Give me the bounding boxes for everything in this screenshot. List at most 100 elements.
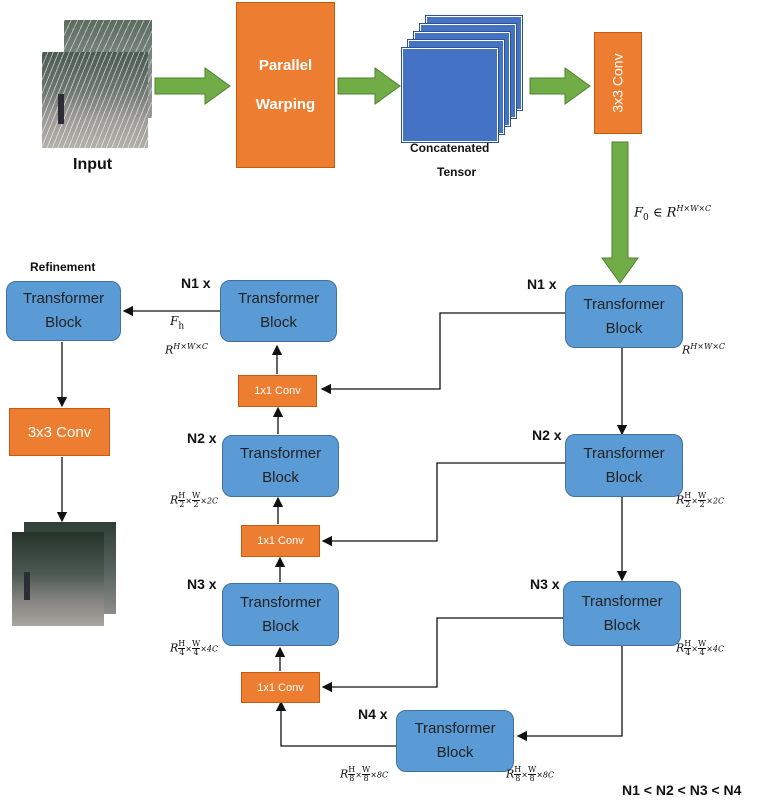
frac-den: 2 — [685, 500, 691, 509]
frac-den: 8 — [515, 774, 521, 783]
inequality-label: N1 < N2 < N3 < N4 — [622, 782, 742, 798]
dim-full-left: RH×W×C — [165, 342, 208, 357]
n1-left: N1 x — [181, 275, 211, 291]
frac-den: 8 — [349, 774, 355, 783]
frac-den: 8 — [529, 774, 535, 783]
tensor-stack — [401, 15, 527, 143]
frac-den: 2 — [699, 500, 705, 509]
frac-num: W — [361, 765, 371, 775]
output-image-front — [12, 532, 104, 626]
tb-line1: Transformer — [583, 444, 665, 462]
concatenated-label: Concatenated — [410, 141, 490, 155]
transformer-block-enc2: Transformer Block — [565, 434, 683, 497]
tensor-layer — [401, 47, 499, 143]
frac-num: H — [178, 491, 186, 501]
frac-den: 4 — [699, 648, 705, 657]
tb-line2: Block — [45, 314, 82, 331]
tb-line1: Transformer — [22, 290, 105, 307]
conv1x1-dec1: 1x1 Conv — [238, 375, 317, 407]
frac-num: H — [348, 765, 356, 775]
dim-tail: ×4C — [200, 644, 219, 654]
frac-num: H — [178, 639, 186, 649]
conv1x1-dec2: 1x1 Conv — [241, 525, 320, 557]
tb-line1: Transformer — [581, 592, 663, 610]
dim-tail: ×8C — [370, 770, 389, 780]
parallel-warping-line1: Parallel — [258, 57, 313, 74]
tb-line2: Block — [262, 617, 299, 635]
fh-label: Fh — [170, 314, 184, 331]
transformer-block-dec3: Transformer Block — [222, 583, 339, 646]
dim-sup: H×W×C — [173, 342, 209, 351]
tb-line2: Block — [436, 744, 474, 761]
frac-den: 4 — [685, 648, 691, 657]
frac-num: W — [697, 639, 707, 649]
fh-symbol: F — [170, 314, 179, 328]
pedestrian-figure — [24, 572, 30, 600]
f0-r: R — [666, 205, 677, 221]
tb-line2: Block — [260, 314, 297, 331]
tb-line1: Transformer — [237, 290, 320, 307]
frac-num: H — [684, 639, 692, 649]
frac-num: W — [527, 765, 537, 775]
fh-subscript: h — [178, 321, 185, 332]
parallel-warping-block: Parallel Warping — [236, 2, 335, 168]
dim-tail: ×2C — [200, 496, 219, 506]
input-label: Input — [73, 156, 113, 173]
dim-r: R — [682, 343, 691, 357]
frac-num: H — [684, 491, 692, 501]
parallel-warping-line2: Warping — [255, 96, 316, 113]
frac-num: W — [697, 491, 707, 501]
input-images — [42, 20, 154, 150]
pedestrian-figure — [58, 94, 64, 124]
dim-tail: ×4C — [706, 644, 725, 654]
f0-label: F0 ∈ RH×W×C — [634, 204, 711, 223]
n2-right: N2 x — [532, 427, 562, 443]
output-images — [12, 522, 118, 628]
n3-right: N3 x — [530, 576, 560, 592]
tb-line1: Transformer — [239, 445, 322, 462]
rain-image-front — [42, 52, 148, 148]
conv3x3-refinement-label: 3x3 Conv — [27, 423, 92, 441]
f0-subscript: 0 — [643, 212, 649, 223]
tb-line1: Transformer — [583, 295, 665, 313]
tb-line2: Block — [605, 319, 643, 337]
dim-sup: H×W×C — [690, 342, 726, 351]
frac-den: 2 — [193, 500, 199, 509]
conv3x3-top: 3x3 Conv — [594, 32, 642, 134]
tb-line2: Block — [603, 616, 641, 634]
dim-r: R — [165, 343, 174, 357]
transformer-block-bottleneck: Transformer Block — [396, 710, 514, 772]
transformer-block-enc3: Transformer Block — [563, 581, 681, 646]
n3-left: N3 x — [187, 576, 217, 592]
tensor-label: Tensor — [437, 165, 477, 179]
transformer-block-dec2: Transformer Block — [222, 435, 339, 497]
frac-num: W — [191, 491, 201, 501]
dim-full-right: RH×W×C — [682, 342, 725, 357]
f0-sup: H×W×C — [676, 204, 712, 213]
tb-line2: Block — [262, 469, 299, 486]
frac-num: W — [191, 639, 201, 649]
frac-den: 4 — [193, 648, 199, 657]
tb-line2: Block — [605, 468, 643, 486]
transformer-block-dec1: Transformer Block — [220, 280, 337, 342]
conv1x1-label: 1x1 Conv — [257, 681, 304, 694]
conv3x3-top-label: 3x3 Conv — [610, 53, 626, 113]
tb-line1: Transformer — [414, 720, 496, 737]
f0-symbol: F — [634, 205, 644, 221]
frac-den: 2 — [179, 500, 185, 509]
conv1x1-label: 1x1 Conv — [254, 385, 301, 397]
green-arrows — [154, 67, 639, 284]
frac-num: H — [514, 765, 522, 775]
conv1x1-label: 1x1 Conv — [257, 535, 304, 547]
dim-tail: ×2C — [706, 496, 725, 506]
frac-den: 8 — [363, 774, 369, 783]
n2-left: N2 x — [187, 430, 217, 446]
n1-right: N1 x — [527, 276, 557, 292]
